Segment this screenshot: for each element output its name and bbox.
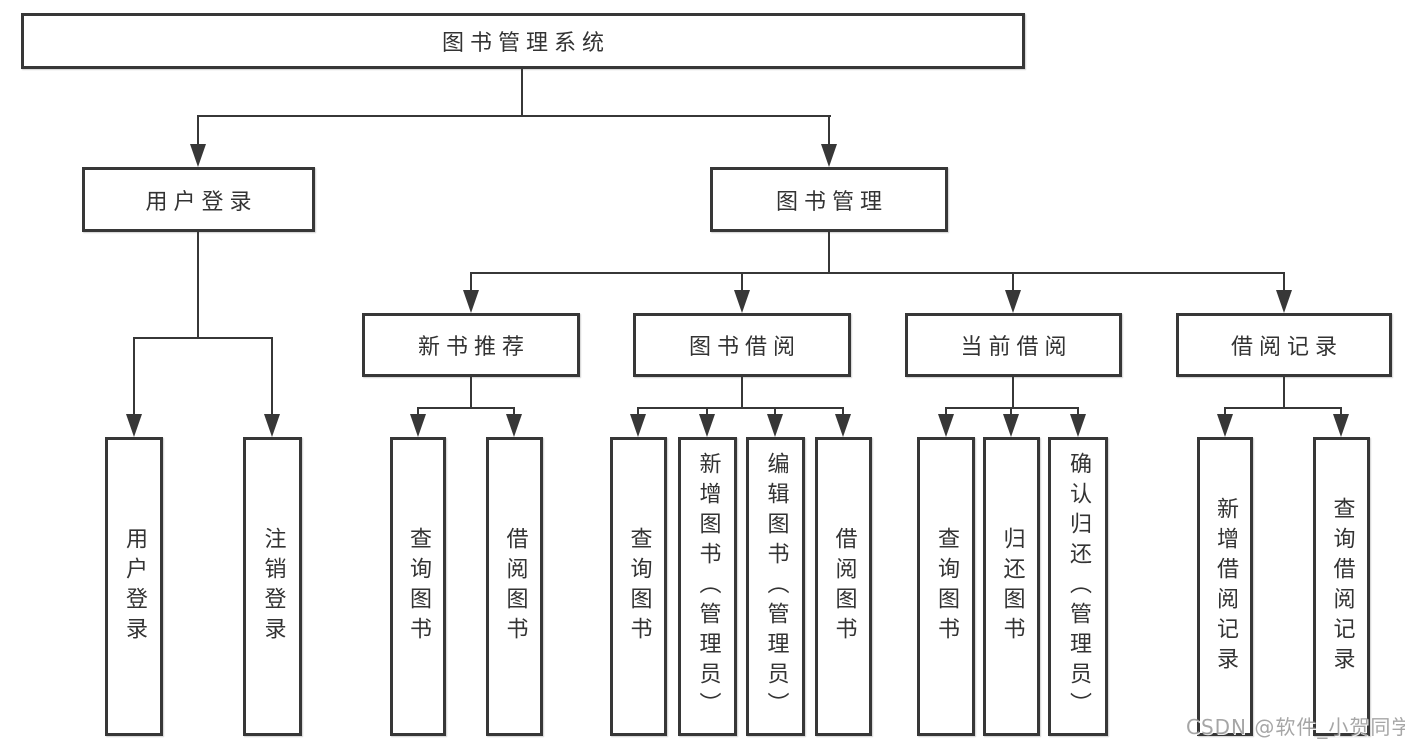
- leaf-query-books: 查询图书: [610, 437, 667, 736]
- arrowhead-down-icon: [699, 414, 715, 437]
- connector-group-rail: [945, 407, 1079, 409]
- connector-book-mgmt-drop: [828, 115, 830, 147]
- connector-root-rail: [197, 115, 831, 117]
- arrowhead-down-icon: [835, 414, 851, 437]
- connector-leaf-drop: [1010, 407, 1012, 417]
- arrowhead-down-icon: [630, 414, 646, 437]
- leaf-borrow-books: 借阅图书: [815, 437, 872, 736]
- arrowhead-down-icon: [463, 290, 479, 313]
- leaf-add-books-admin: 新增图书（管理员）: [678, 437, 737, 736]
- connector-book-mgmt-stem: [828, 232, 830, 274]
- arrowhead-down-icon: [264, 414, 280, 437]
- leaf-return-books: 归还图书: [983, 437, 1040, 736]
- connector-group-stem: [1283, 377, 1285, 408]
- arrowhead-down-icon: [938, 414, 954, 437]
- connector-leaf-drop: [133, 337, 135, 415]
- arrowhead-down-icon: [1070, 414, 1086, 437]
- connector-group-rail: [1224, 407, 1342, 409]
- connector-level3-drop: [1012, 272, 1014, 292]
- node-borrowing-records: 借阅记录: [1176, 313, 1392, 377]
- connector-leaf-drop: [1077, 407, 1079, 417]
- leaf-logout: 注销登录: [243, 437, 302, 736]
- arrowhead-down-icon: [126, 414, 142, 437]
- connector-user-login-rail: [133, 337, 273, 339]
- node-current-borrowing: 当前借阅: [905, 313, 1122, 377]
- connector-leaf-drop: [842, 407, 844, 417]
- connector-group-rail: [637, 407, 844, 409]
- leaf-edit-books-admin: 编辑图书（管理员）: [746, 437, 805, 736]
- node-book-borrowing: 图书借阅: [633, 313, 851, 377]
- connector-leaf-drop: [706, 407, 708, 417]
- connector-group-stem: [741, 377, 743, 408]
- leaf-query-books: 查询图书: [390, 437, 446, 736]
- arrowhead-down-icon: [1003, 414, 1019, 437]
- connector-leaf-drop: [945, 407, 947, 417]
- connector-leaf-drop: [774, 407, 776, 417]
- arrowhead-down-icon: [410, 414, 426, 437]
- connector-group-rail: [417, 407, 515, 409]
- connector-group-stem: [1012, 377, 1014, 408]
- arrowhead-down-icon: [190, 144, 206, 167]
- arrowhead-down-icon: [821, 144, 837, 167]
- watermark: CSDN @软件_小贺同学: [1186, 715, 1405, 739]
- connector-level3-drop: [741, 272, 743, 292]
- node-new-book-recommend: 新书推荐: [362, 313, 580, 377]
- arrowhead-down-icon: [1217, 414, 1233, 437]
- connector-user-login-drop: [197, 115, 199, 147]
- leaf-query-books: 查询图书: [917, 437, 975, 736]
- leaf-add-borrow-record: 新增借阅记录: [1197, 437, 1253, 736]
- arrowhead-down-icon: [1005, 290, 1021, 313]
- connector-book-mgmt-rail: [470, 272, 1285, 274]
- connector-leaf-drop: [271, 337, 273, 415]
- arrowhead-down-icon: [506, 414, 522, 437]
- node-library-management-system: 图书管理系统: [21, 13, 1025, 69]
- connector-level3-drop: [1283, 272, 1285, 292]
- arrowhead-down-icon: [767, 414, 783, 437]
- leaf-user-login: 用户登录: [105, 437, 163, 736]
- connector-level3-drop: [470, 272, 472, 292]
- connector-user-login-stem: [197, 232, 199, 338]
- leaf-query-borrow-record: 查询借阅记录: [1313, 437, 1370, 736]
- connector-leaf-drop: [1340, 407, 1342, 417]
- node-book-management: 图书管理: [710, 167, 948, 232]
- connector-leaf-drop: [417, 407, 419, 417]
- connector-group-stem: [470, 377, 472, 408]
- leaf-confirm-return-admin: 确认归还（管理员）: [1048, 437, 1108, 736]
- arrowhead-down-icon: [1333, 414, 1349, 437]
- connector-leaf-drop: [513, 407, 515, 417]
- connector-leaf-drop: [1224, 407, 1226, 417]
- node-user-login: 用户登录: [82, 167, 315, 232]
- arrowhead-down-icon: [734, 290, 750, 313]
- leaf-borrow-books: 借阅图书: [486, 437, 543, 736]
- arrowhead-down-icon: [1276, 290, 1292, 313]
- connector-leaf-drop: [637, 407, 639, 417]
- connector-root-stem: [521, 68, 523, 116]
